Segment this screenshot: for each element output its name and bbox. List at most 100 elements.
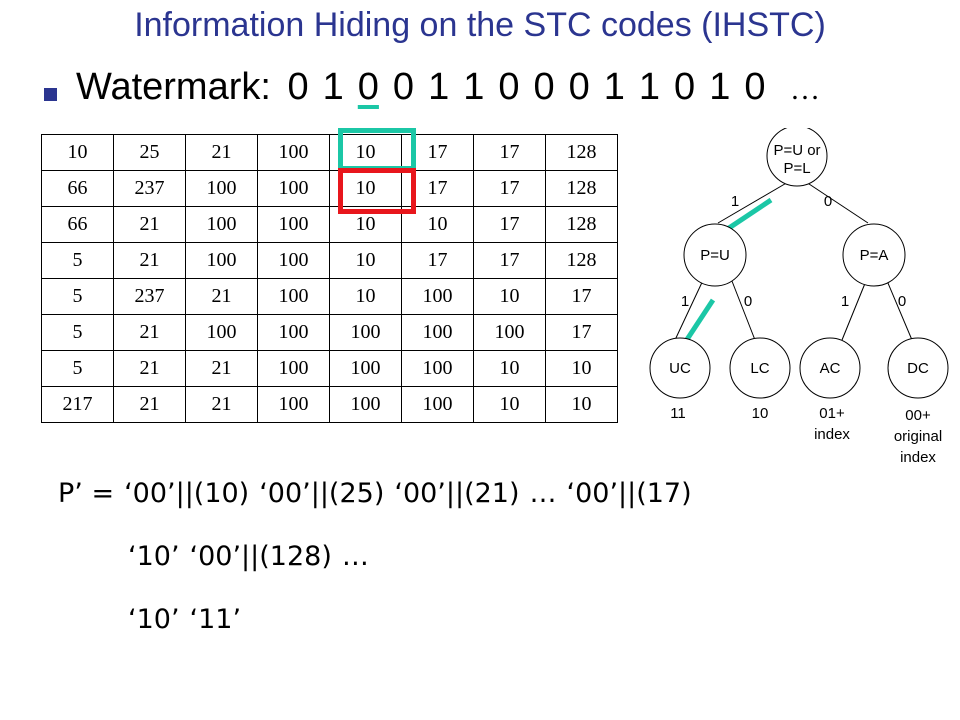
table-cell: 100 (257, 134, 330, 171)
node-pu (683, 223, 747, 287)
watermark-ellipsis: … (790, 73, 821, 106)
table-cell: 100 (257, 242, 330, 279)
node-pa-label: P=A (860, 247, 889, 264)
table-cell: 17 (473, 206, 546, 243)
table-cell: 21 (185, 350, 258, 387)
watermark-bit: 1 (463, 66, 485, 108)
table-cell: 100 (257, 170, 330, 207)
table-cell: 66 (41, 206, 114, 243)
table-cell: 17 (473, 170, 546, 207)
encoding-segment: ‘00’||(21) (394, 478, 520, 509)
table-cell: 100 (257, 206, 330, 243)
table-cell: 100 (185, 170, 258, 207)
encoding-line-2-seg: … (341, 541, 369, 572)
watermark-bit: 1 (428, 66, 450, 108)
table-cell: 128 (545, 206, 618, 243)
edge-pu-uc (674, 275, 706, 341)
table-cell: 100 (185, 314, 258, 351)
encoding-line-3: ‘10’‘11’ (128, 604, 251, 635)
table-cell: 10 (473, 350, 546, 387)
encoding-segment: ‘00’||(17) (566, 478, 692, 509)
table-cell: 5 (41, 350, 114, 387)
edge-root-pa (799, 177, 869, 224)
table-cell: 21 (113, 350, 186, 387)
edge-label-pa-ac: 1 (841, 293, 849, 310)
table-cell: 10 (41, 134, 114, 171)
highlight-path-pu-uc (683, 298, 716, 343)
encoding-line-2-seg: ‘00’||(128) (189, 541, 332, 572)
watermark-bit: 0 (357, 66, 379, 108)
highlight-box-red (338, 168, 416, 214)
encoding-segment: ‘00’||(10) (124, 478, 250, 509)
table-cell: 21 (113, 386, 186, 423)
table-cell: 128 (545, 242, 618, 279)
table-cell: 17 (473, 134, 546, 171)
highlight-path-root-pu (724, 197, 773, 233)
node-root (766, 128, 828, 187)
table-cell: 21 (113, 206, 186, 243)
node-ac-label: AC (820, 360, 841, 377)
table-cell: 10 (329, 242, 402, 279)
watermark-bit: 0 (568, 66, 590, 108)
watermark-bit: 1 (322, 66, 344, 108)
table-cell: 10 (545, 350, 618, 387)
watermark-bit: 0 (744, 66, 766, 108)
code-dc-line3: index (900, 449, 936, 466)
table-cell: 100 (329, 386, 402, 423)
table-cell: 100 (401, 386, 474, 423)
watermark-bit: 0 (287, 66, 309, 108)
watermark-bit: 1 (709, 66, 731, 108)
edge-pa-ac (841, 275, 869, 341)
node-uc-label: UC (669, 360, 691, 377)
table-cell: 128 (545, 134, 618, 171)
node-root-label-line2: P=L (783, 160, 810, 177)
table-cell: 5 (41, 314, 114, 351)
code-dc-line2: original (894, 428, 942, 445)
table-cell: 100 (257, 278, 330, 315)
watermark-bit: 1 (638, 66, 661, 108)
table-cell: 25 (113, 134, 186, 171)
watermark-bit: 0 (533, 66, 555, 108)
encoding-line-3-seg: ‘10’ (128, 604, 180, 635)
table-cell: 217 (41, 386, 114, 423)
table-cell: 100 (257, 350, 330, 387)
edge-label-pu-lc: 0 (744, 293, 752, 310)
table-cell: 237 (113, 170, 186, 207)
table-cell: 10 (545, 386, 618, 423)
bullet-square-icon (44, 88, 57, 101)
edge-label-pa-dc: 0 (898, 293, 906, 310)
table-cell: 100 (401, 314, 474, 351)
table-cell: 66 (41, 170, 114, 207)
encoding-lhs: P’ = (58, 478, 115, 509)
table-cell: 21 (113, 314, 186, 351)
edge-pu-lc (729, 275, 756, 341)
table-cell: 17 (473, 242, 546, 279)
table-cell: 100 (329, 314, 402, 351)
huffman-code-tree: P=U or P=L P=U P=A UC LC AC DC 1 0 1 0 1… (649, 128, 949, 466)
node-dc (887, 337, 949, 399)
table-cell: 100 (401, 278, 474, 315)
watermark-bit: 0 (674, 66, 696, 108)
watermark-bit: 0 (498, 66, 520, 108)
code-uc: 11 (670, 405, 686, 422)
table-cell: 100 (257, 386, 330, 423)
code-ac-line2: index (814, 426, 850, 443)
encoding-segment: … (529, 478, 557, 509)
node-root-label-line1: P=U or (773, 142, 820, 159)
node-lc-label: LC (750, 360, 769, 377)
table-cell: 17 (545, 314, 618, 351)
table-cell: 237 (113, 278, 186, 315)
edge-label-root-pu: 1 (731, 193, 739, 210)
node-pu-label: P=U (700, 247, 730, 264)
encoding-segment: ‘00’||(25) (259, 478, 385, 509)
table-cell: 21 (185, 134, 258, 171)
table-cell: 10 (473, 278, 546, 315)
slide-title: Information Hiding on the STC codes (IHS… (134, 6, 826, 44)
